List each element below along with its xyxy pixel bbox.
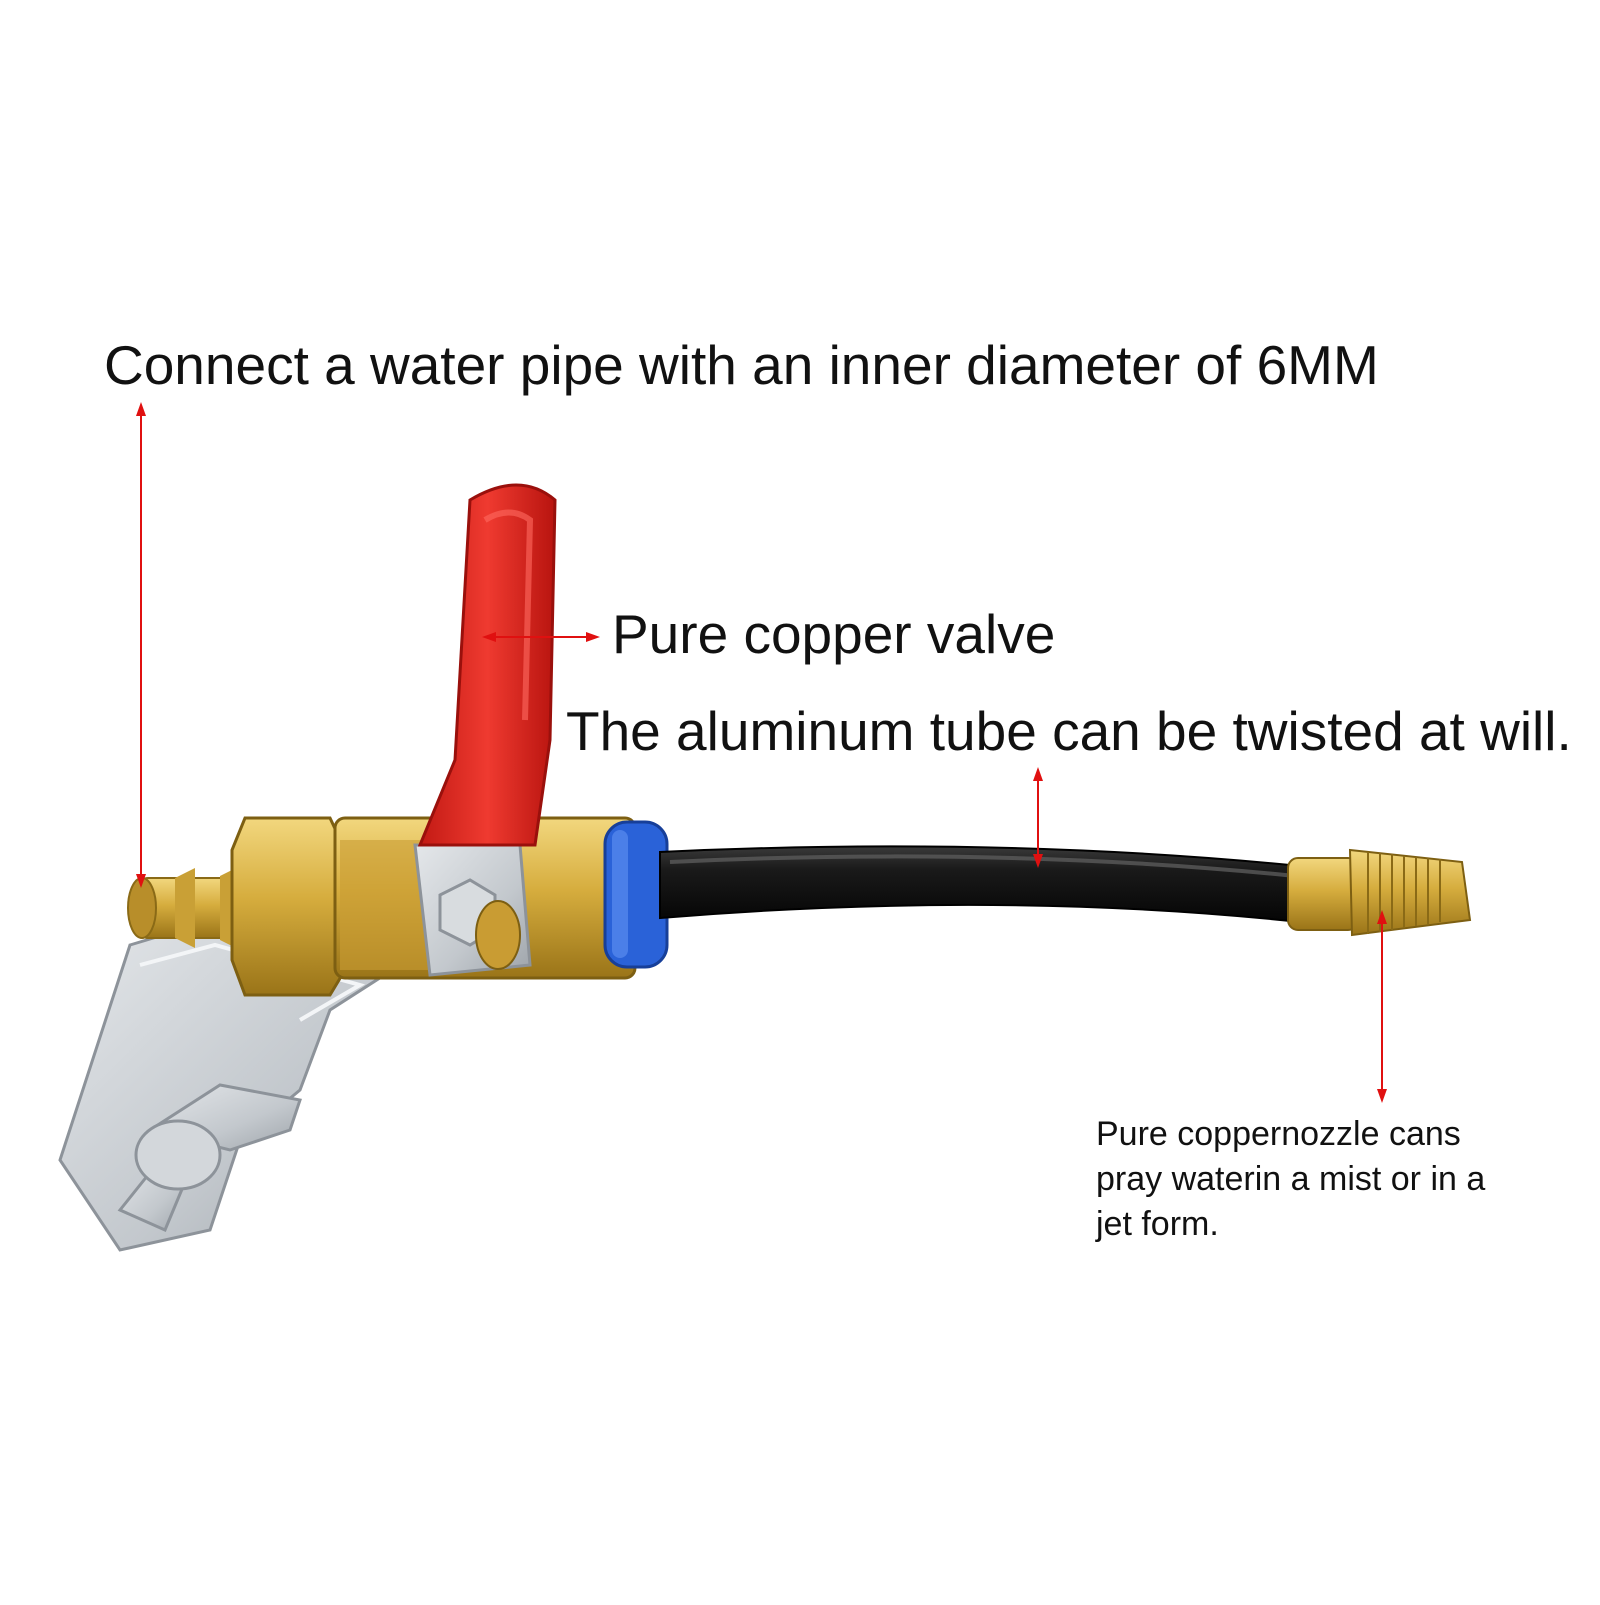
nozzle-arrow [1377, 910, 1387, 1103]
tube-arrow [1033, 767, 1043, 868]
nozzle-annotation-line-1: Pure coppernozzle cans [1096, 1115, 1461, 1153]
nozzle-annotation-line-2: pray waterin a mist or in a [1096, 1160, 1486, 1198]
inlet-arrow [136, 402, 146, 888]
wing-nut [117, 1083, 302, 1232]
nozzle-annotation-line-3: jet form. [1096, 1205, 1219, 1243]
valve-annotation: Pure copper valve [612, 603, 1056, 665]
flexible-tube [659, 845, 1301, 924]
tube-annotation: The aluminum tube can be twisted at will… [566, 700, 1572, 762]
brass-nozzle [1287, 848, 1472, 937]
inlet-annotation: Connect a water pipe with an inner diame… [104, 334, 1379, 396]
valve-handle [413, 483, 557, 977]
nozzle-annotation: Pure coppernozzle cans pray waterin a mi… [1096, 1112, 1536, 1247]
push-fit-ring [603, 820, 669, 969]
valve-arrow [482, 632, 600, 642]
